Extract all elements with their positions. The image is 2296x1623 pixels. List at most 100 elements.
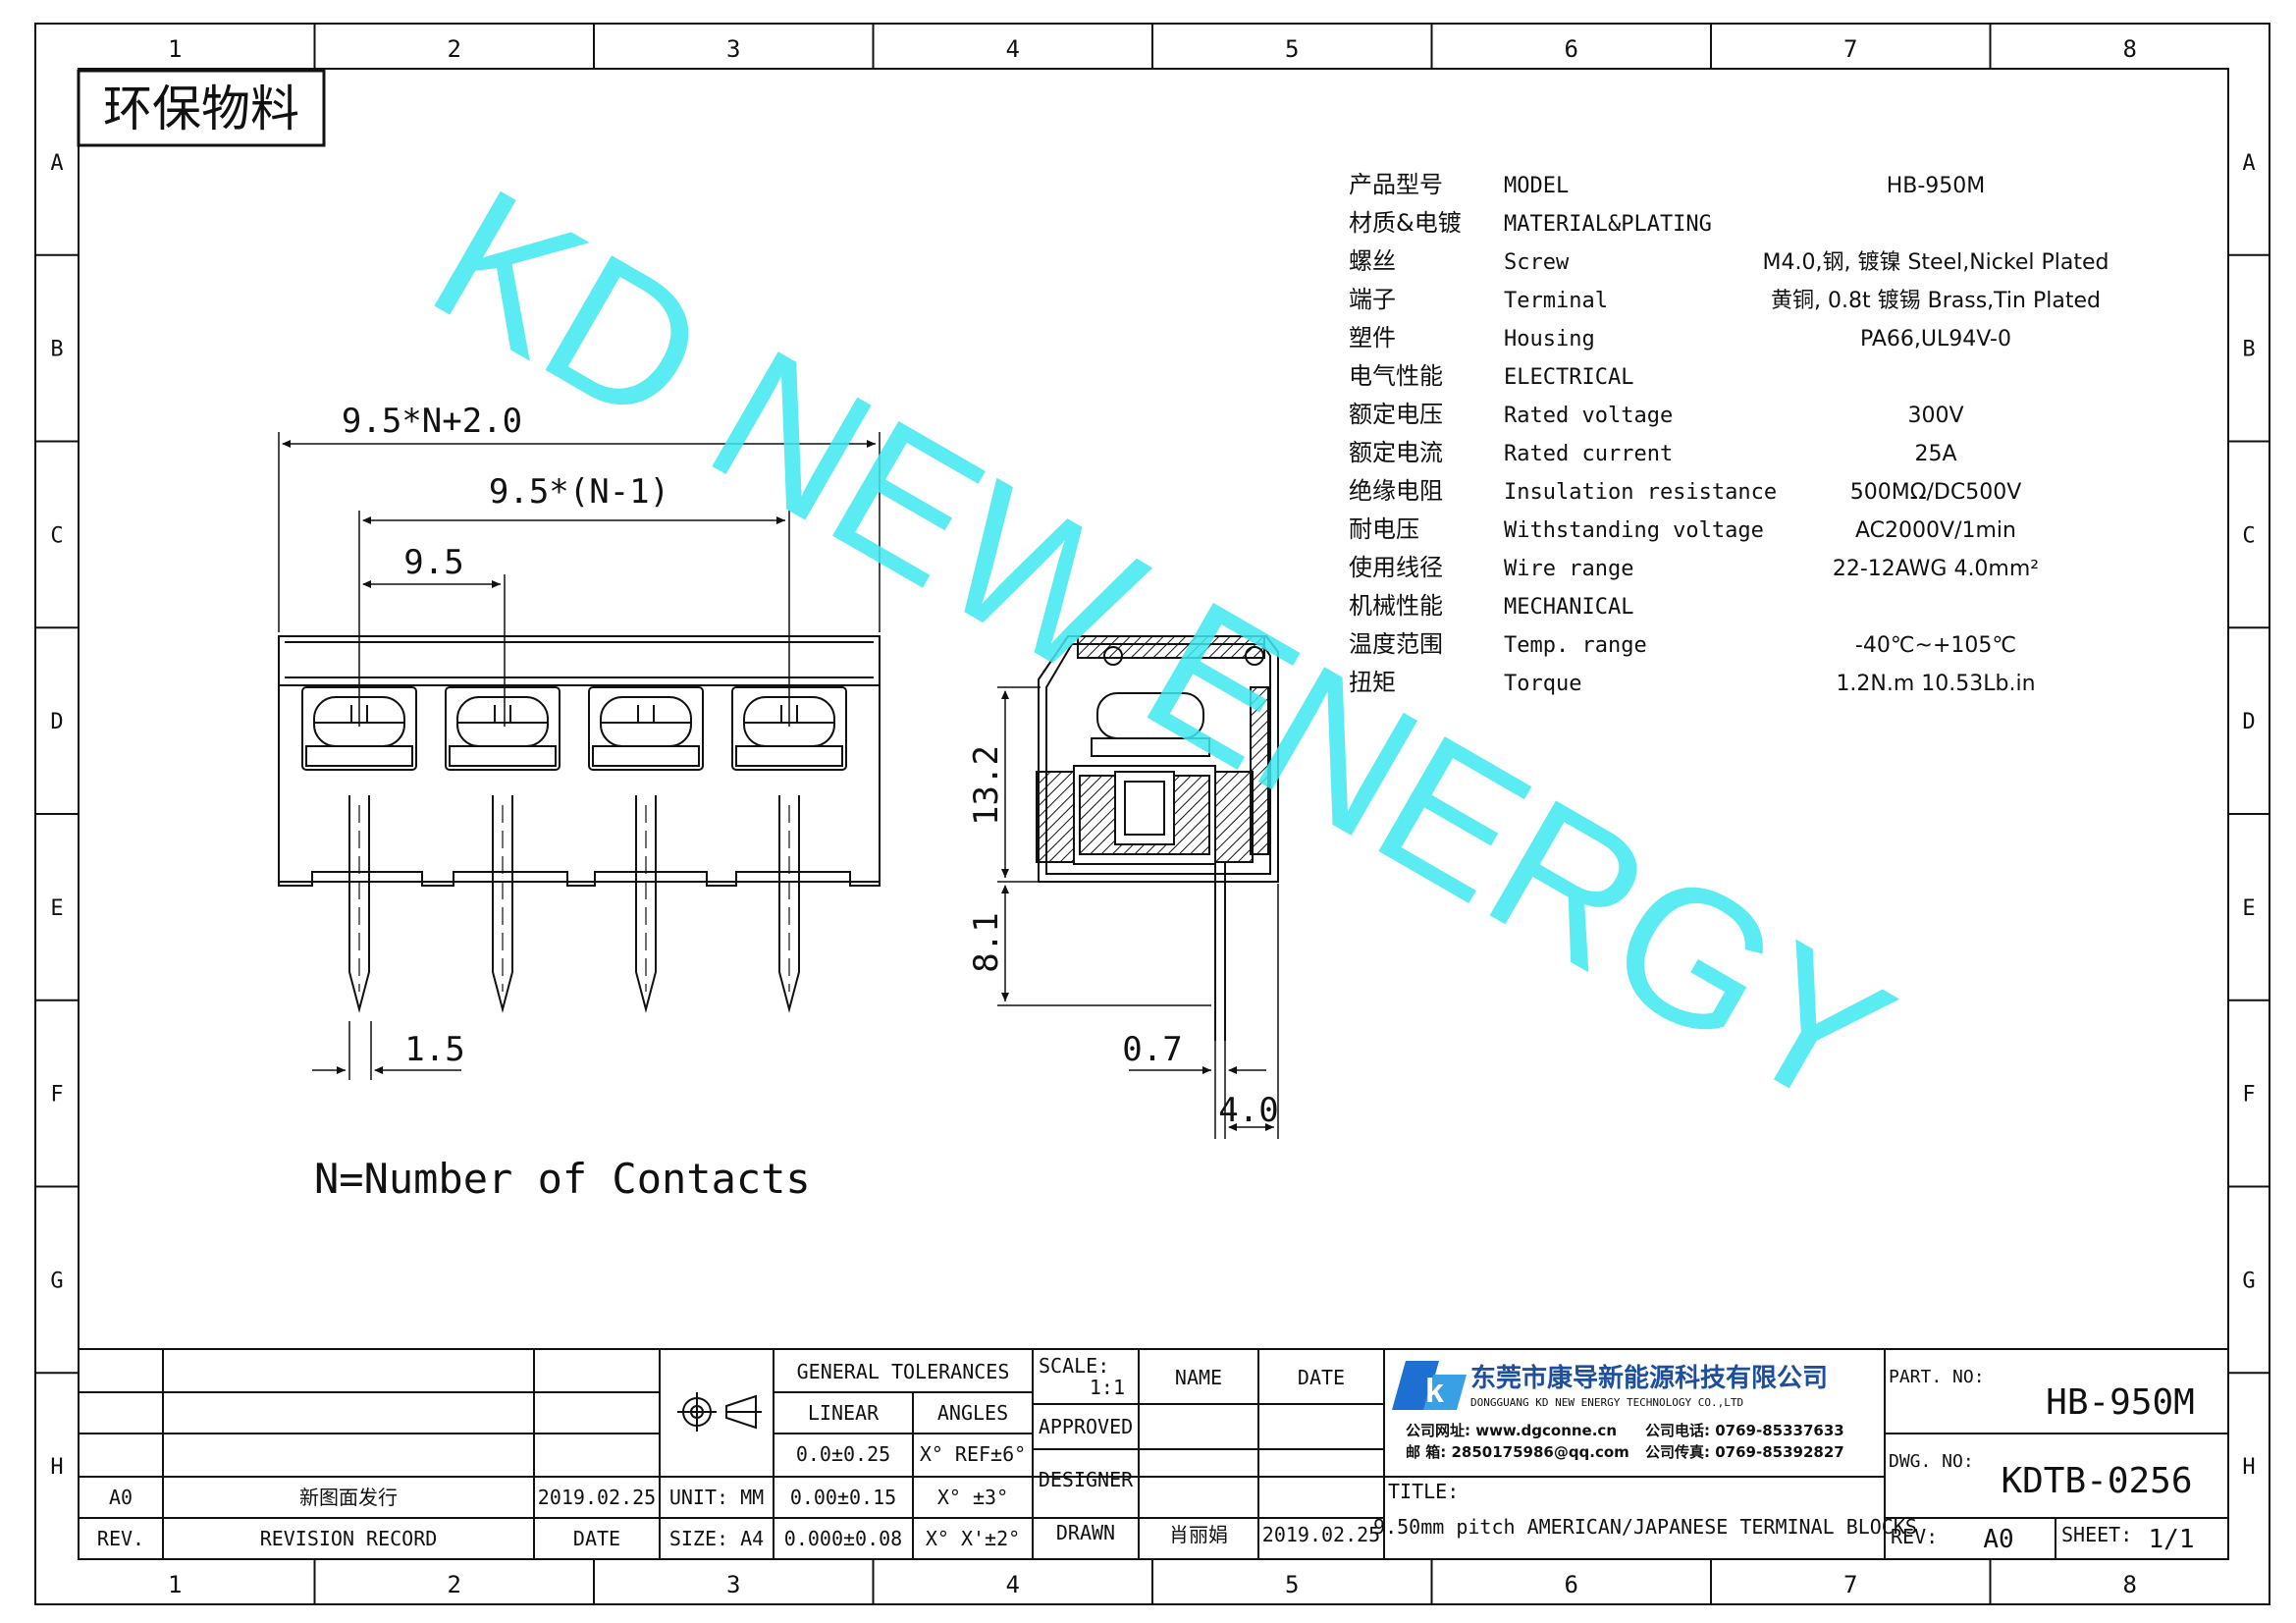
column-marker: 2 <box>448 35 461 63</box>
designer-label: DESIGNER <box>1039 1468 1134 1491</box>
name-header: NAME <box>1175 1366 1222 1389</box>
spec-label-en: MECHANICAL <box>1504 595 1633 620</box>
column-marker: 4 <box>1006 1571 1020 1598</box>
angles-header: ANGLES <box>937 1401 1008 1425</box>
dim-pin-thickness: 0.7 <box>1122 1030 1182 1069</box>
dwg-no-value: KDTB-0256 <box>2001 1461 2192 1501</box>
eco-material-badge: 环保物料 <box>77 69 326 147</box>
row-marker: A <box>50 151 63 176</box>
terminal-position <box>731 686 847 1013</box>
spec-label-zh: 螺丝 <box>1349 247 1396 275</box>
row-marker: F <box>2242 1083 2255 1108</box>
drawn-label: DRAWN <box>1056 1521 1115 1544</box>
scale-label: SCALE: <box>1039 1354 1109 1378</box>
size-label: SIZE: A4 <box>669 1527 764 1550</box>
rev-label: REV: <box>1891 1525 1938 1548</box>
column-marker: 6 <box>1565 35 1578 63</box>
spec-value: M4.0,钢, 镀镍 Steel,Nickel Plated <box>1763 250 2109 275</box>
part-no-value: HB-950M <box>2046 1382 2195 1423</box>
note-contacts: N=Number of Contacts <box>314 1155 811 1203</box>
row-marker: D <box>2242 710 2255 734</box>
row-marker: C <box>50 523 63 548</box>
row-marker: A <box>2242 151 2255 176</box>
tol-angle-2: X° ±3° <box>937 1486 1008 1509</box>
spec-label-zh: 使用线径 <box>1349 554 1443 581</box>
spec-label-en: MODEL <box>1504 174 1569 198</box>
spec-value: PA66,UL94V-0 <box>1860 327 2011 352</box>
tol-linear-2: 0.00±0.15 <box>790 1486 896 1509</box>
row-marker: C <box>2242 523 2255 548</box>
approved-label: APPROVED <box>1039 1415 1133 1438</box>
spec-label-zh: 额定电压 <box>1349 401 1443 428</box>
row-marker: B <box>2242 338 2255 362</box>
spec-value: 1.2N.m 10.53Lb.in <box>1836 672 2035 696</box>
spec-label-en: ELECTRICAL <box>1504 365 1633 390</box>
spec-label-en: Rated current <box>1504 442 1673 466</box>
row-marker: H <box>50 1455 63 1480</box>
front-view <box>278 635 881 1013</box>
spec-label-zh: 材质&电镀 <box>1349 209 1462 237</box>
linear-header: LINEAR <box>808 1401 880 1425</box>
column-marker: 3 <box>726 35 740 63</box>
terminal-position <box>588 686 704 1013</box>
rev-value: A0 <box>1983 1525 2013 1554</box>
tol-linear-3: 0.000±0.08 <box>784 1527 902 1550</box>
tol-linear-1: 0.0±0.25 <box>796 1442 890 1466</box>
column-marker: 2 <box>448 1571 461 1598</box>
logo-letter: k <box>1425 1373 1444 1410</box>
revision-record-text: 新图面发行 <box>299 1486 398 1509</box>
column-marker: 1 <box>168 35 182 63</box>
spec-label-zh: 塑件 <box>1349 324 1396 352</box>
revision-record-header: REVISION RECORD <box>260 1527 438 1550</box>
sheet-value: 1/1 <box>2149 1525 2195 1554</box>
spec-label-zh: 电气性能 <box>1349 362 1443 390</box>
dim-pitch: 9.5 <box>403 543 463 582</box>
terminal-position <box>301 686 417 1013</box>
spec-label-en: Screw <box>1504 250 1570 275</box>
spec-label-zh: 机械性能 <box>1349 592 1443 620</box>
column-marker: 5 <box>1285 35 1299 63</box>
title-block <box>78 1348 2229 1560</box>
dim-span: 9.5*(N-1) <box>489 472 669 512</box>
spec-value: 25A <box>1914 442 1956 466</box>
dwg-no-label: DWG. NO: <box>1889 1451 1974 1472</box>
tol-angle-1: X° REF±6° <box>920 1442 1026 1466</box>
spec-label-zh: 额定电流 <box>1349 439 1443 466</box>
badge-text: 环保物料 <box>103 81 299 137</box>
side-view <box>1036 635 1279 1041</box>
spec-label-en: Temp. range <box>1504 633 1647 658</box>
dim-body-height: 13.2 <box>967 745 1006 826</box>
unit-label: UNIT: MM <box>669 1486 764 1509</box>
watermark-text: KD NEW ENERGY <box>400 147 1924 1152</box>
spec-label-en: Insulation resistance <box>1504 480 1777 505</box>
column-marker: 4 <box>1006 35 1020 63</box>
scale-value: 1:1 <box>1090 1376 1125 1399</box>
rev-header: REV. <box>97 1527 144 1550</box>
row-marker: E <box>2242 896 2255 921</box>
column-marker: 8 <box>2123 1571 2137 1598</box>
spec-label-zh: 扭矩 <box>1349 669 1396 696</box>
spec-value: -40℃~+105℃ <box>1855 633 2016 658</box>
spec-value: AC2000V/1min <box>1855 518 2016 543</box>
spec-value: 22-12AWG 4.0mm² <box>1833 557 2039 581</box>
spec-label-en: MATERIAL&PLATING <box>1504 212 1712 237</box>
column-marker: 6 <box>1565 1571 1578 1598</box>
dim-pin-height: 8.1 <box>967 912 1006 972</box>
dim-pin-offset: 4.0 <box>1218 1091 1278 1130</box>
spec-value: 黄铜, 0.8t 镀锡 Brass,Tin Plated <box>1771 289 2101 313</box>
spec-label-en: Torque <box>1504 672 1581 696</box>
general-tolerances: GENERAL TOLERANCES <box>797 1360 1010 1383</box>
row-marker: G <box>50 1269 63 1293</box>
spec-label-en: Terminal <box>1504 289 1608 313</box>
spec-value: HB-950M <box>1887 174 1986 198</box>
spec-label-en: Housing <box>1504 327 1595 352</box>
date-header-2: DATE <box>1298 1366 1345 1389</box>
row-marker: B <box>50 338 63 362</box>
company-name-en: DONGGUANG KD NEW ENERGY TECHNOLOGY CO.,L… <box>1470 1396 1743 1409</box>
company-name-zh: 东莞市康导新能源科技有限公司 <box>1470 1363 1828 1393</box>
part-no-label: PART. NO: <box>1889 1367 1985 1387</box>
